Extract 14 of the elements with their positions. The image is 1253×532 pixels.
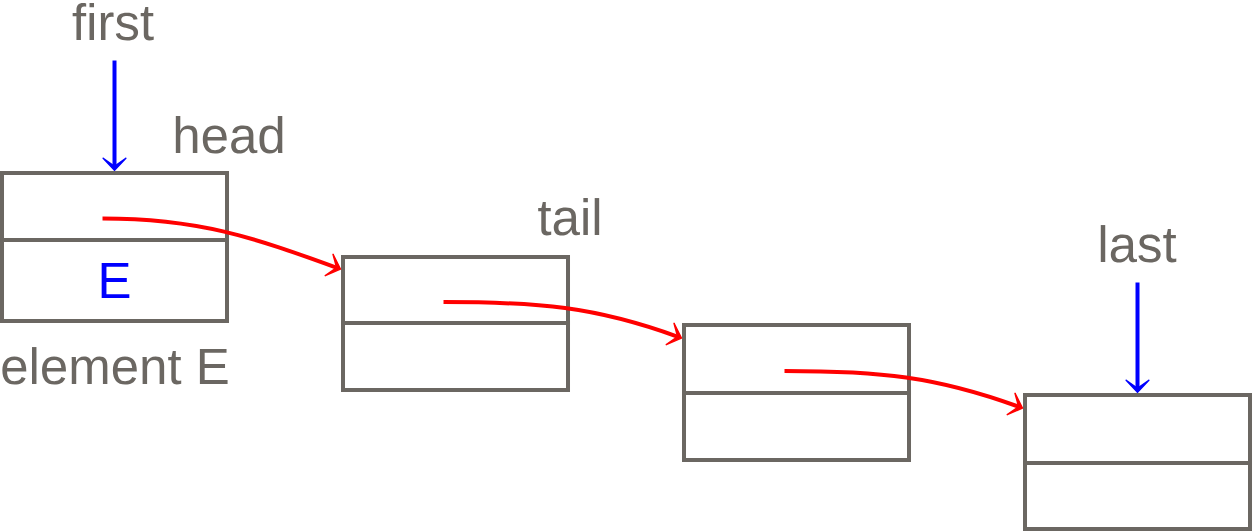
pointer-arrow	[102, 60, 127, 171]
cell-caption: tail	[538, 198, 600, 236]
pointer-name: last	[1100, 225, 1177, 263]
list-cell	[1023, 461, 1252, 531]
list-cell	[341, 321, 570, 392]
pointer-name: first	[72, 3, 154, 41]
list-cell	[682, 391, 911, 462]
pointer-arrow	[1125, 282, 1150, 393]
pointer-arrow	[784, 369, 1024, 416]
cell-caption: element E	[2, 347, 228, 385]
list-cell: E	[0, 238, 229, 323]
pointer-arrow	[443, 300, 683, 346]
pointer-arrow	[102, 216, 342, 277]
cell-caption: head	[175, 116, 283, 154]
